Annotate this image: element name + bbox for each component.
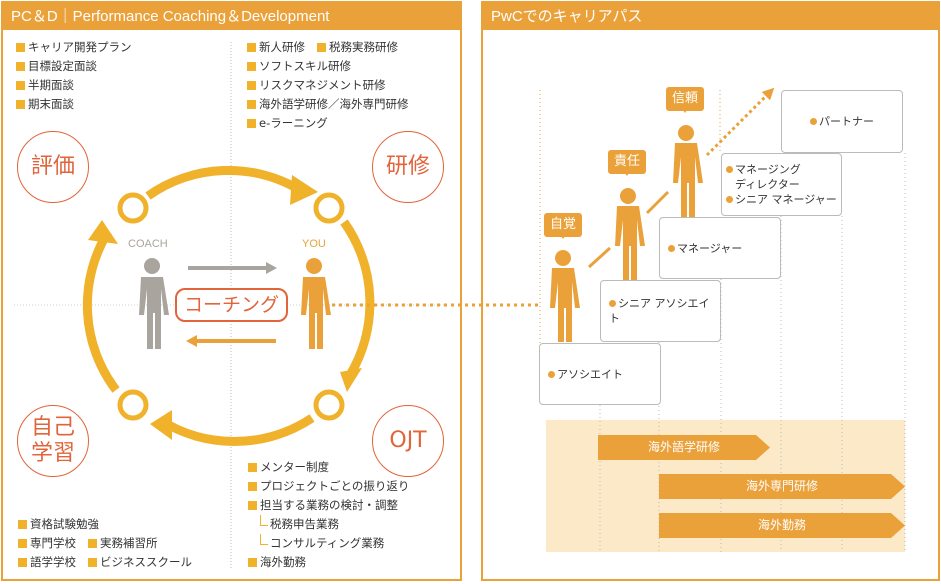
tag-self-study: 自己学習 (17, 405, 89, 477)
tag-evaluation: 評価 (17, 131, 89, 203)
list-item: 語学学校ビジネススクール (18, 553, 192, 572)
career-title: PwCでのキャリアパス (483, 3, 938, 30)
ojt-list: メンター制度 プロジェクトごとの振り返り 担当する業務の検討・調整 税務申告業務… (248, 458, 409, 572)
list-subitem: 税務申告業務 (248, 515, 409, 534)
list-item: メンター制度 (248, 458, 409, 477)
list-item: リスクマネジメント研修 (247, 76, 409, 95)
program-overseas-assignment: 海外勤務 (659, 513, 905, 538)
list-item: 目標設定面談 (16, 57, 132, 76)
list-item: 半期面談 (16, 76, 132, 95)
list-item: 期末面談 (16, 95, 132, 114)
list-item: 専門学校実務補習所 (18, 534, 192, 553)
you-label: YOU (302, 238, 326, 250)
bubble-awareness: 自覚 (544, 213, 582, 239)
pcd-title: PC＆D｜Performance Coaching＆Development (3, 3, 460, 30)
step-connectors (587, 87, 775, 269)
level-senior-associate: シニア アソシエイト (600, 280, 721, 342)
self-study-list: 資格試験勉強 専門学校実務補習所 語学学校ビジネススクール (18, 515, 192, 572)
program-language-training: 海外語学研修 (598, 435, 770, 460)
eval-list: キャリア開発プラン 目標設定面談 半期面談 期末面談 (16, 38, 132, 114)
cycle-nodes (117, 192, 345, 421)
list-item: キャリア開発プラン (16, 38, 132, 57)
you-figure-icon (301, 258, 331, 349)
coaching-label: コーチング (175, 288, 288, 322)
list-item: 海外語学研修／海外専門研修 (247, 95, 409, 114)
tag-training: 研修 (372, 131, 444, 203)
program-specialist-training: 海外専門研修 (659, 474, 905, 499)
cycle-arrowheads (88, 175, 362, 440)
list-item: 担当する業務の検討・調整 (248, 496, 409, 515)
bubble-responsibility: 責任 (608, 150, 646, 176)
list-item: 新人研修税務実務研修 (247, 38, 409, 57)
person-icons (550, 125, 703, 342)
list-item: e-ラーニング (247, 114, 409, 133)
bubble-trust: 信頼 (666, 87, 704, 113)
level-manager: マネージャー (659, 217, 781, 279)
level-partner: パートナー (781, 90, 903, 153)
list-item: プロジェクトごとの振り返り (248, 477, 409, 496)
tag-ojt: OJT (372, 405, 444, 477)
training-list: 新人研修税務実務研修 ソフトスキル研修 リスクマネジメント研修 海外語学研修／海… (247, 38, 409, 133)
level-associate: アソシエイト (539, 343, 661, 405)
list-subitem: コンサルティング業務 (248, 534, 409, 553)
list-item: 海外勤務 (248, 553, 409, 572)
level-md-senior-manager: マネージング ディレクター シニア マネージャー (721, 153, 842, 216)
list-item: 資格試験勉強 (18, 515, 192, 534)
coach-figure-icon (139, 258, 169, 349)
cycle-ring (82, 165, 375, 446)
coach-label: COACH (128, 238, 168, 250)
list-item: ソフトスキル研修 (247, 57, 409, 76)
